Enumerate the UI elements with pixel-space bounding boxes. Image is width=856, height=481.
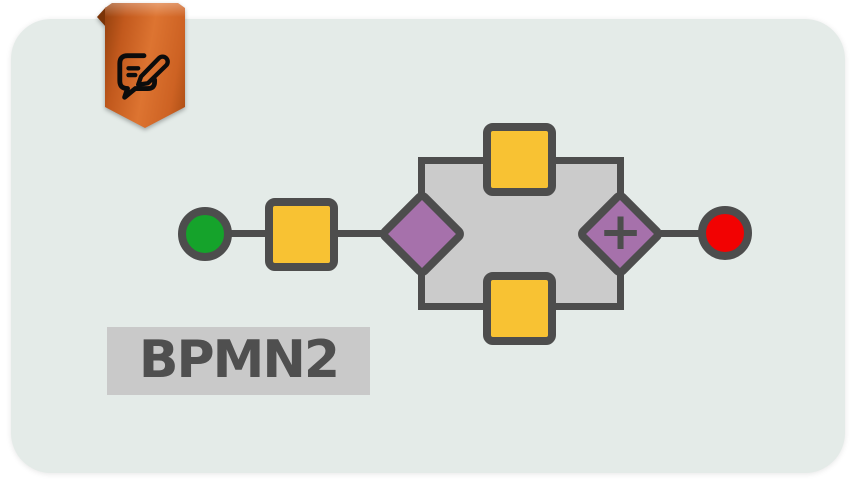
label-badge: BPMN2 xyxy=(107,327,370,395)
ribbon-sheen xyxy=(105,3,185,17)
parallel-gateway-plus: + xyxy=(598,202,643,262)
sequence-flow-2 xyxy=(334,230,396,237)
start-event-node xyxy=(178,207,232,261)
task-node-branch-bottom xyxy=(483,272,556,345)
ribbon-fold xyxy=(97,7,106,27)
label-text: BPMN2 xyxy=(138,330,340,390)
task-node-branch-top xyxy=(483,123,556,196)
bookmark-ribbon xyxy=(97,3,185,128)
end-event-node xyxy=(698,206,752,260)
sequence-flow-1 xyxy=(228,230,272,237)
task-node-1 xyxy=(265,198,338,271)
sequence-flow-3 xyxy=(661,230,705,237)
edit-message-icon xyxy=(117,53,170,100)
